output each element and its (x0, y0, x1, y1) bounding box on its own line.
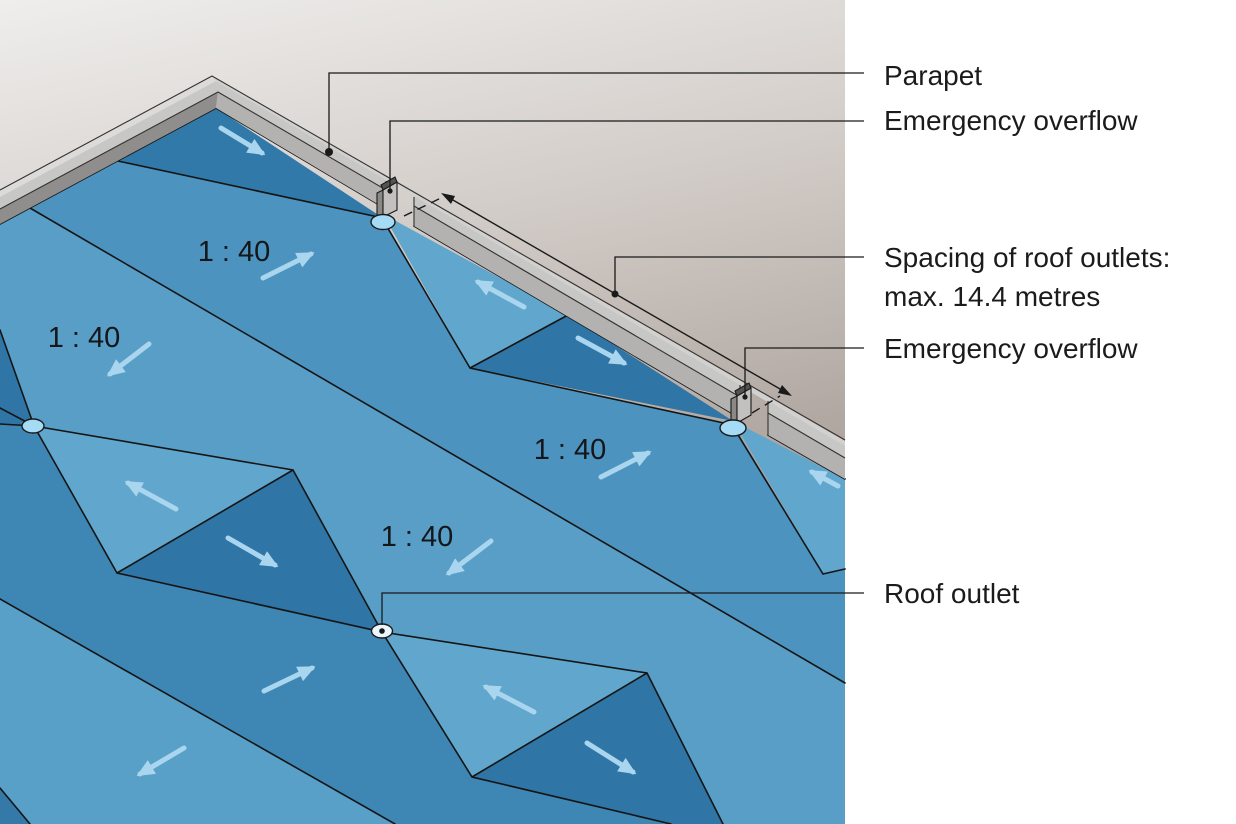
parapet-inner-face-seg3 (768, 413, 845, 479)
parapet-wall (0, 75, 846, 479)
slope-label-1: 1 : 40 (198, 236, 271, 268)
callout-labels: Parapet Emergency overflow Spacing of ro… (884, 60, 1170, 609)
parapet-inner-face-seg2 (414, 206, 740, 418)
parapet-inner-face-seg1 (216, 92, 386, 209)
leader-emergency-overflow-1 (389, 120, 864, 189)
parapet-cricket-light-right (733, 421, 845, 574)
flow-arrow-band2-b (598, 450, 652, 480)
slope-label-4: 1 : 40 (381, 521, 454, 553)
dimension-leader-dot (611, 290, 619, 298)
leader-parapet (328, 72, 864, 152)
roof-band-to-parapet (30, 161, 845, 683)
spacing-dimension (403, 193, 792, 414)
roof-outlet-symbol (370, 623, 394, 639)
flow-arrow-band4 (261, 665, 316, 694)
roof-band-to-mid-valley (0, 208, 845, 824)
emergency-overflow-scupper-2 (730, 382, 752, 426)
corner-cricket (118, 108, 383, 218)
parapet-cricket-dark (470, 315, 733, 421)
flow-arrows (106, 125, 841, 777)
slope-label-2: 1 : 40 (48, 322, 121, 354)
parapet-outlet-2 (719, 419, 747, 437)
flow-arrow-band3-a (106, 341, 152, 377)
parapet-coping-left (0, 81, 218, 209)
slope-annotations: 1 : 40 1 : 40 1 : 40 1 : 40 (48, 236, 607, 553)
flow-arrow-cricket2-light (482, 684, 537, 715)
flow-arrow-band3-b (445, 538, 494, 576)
flow-arrow-right-edge (808, 469, 841, 489)
leader-roof-outlet (381, 592, 864, 625)
parapet-outlet-1 (370, 213, 396, 231)
roof-band-below-valley (0, 412, 671, 824)
emergency-overflow-scupper-1 (376, 176, 398, 220)
dimension-arrowhead-left (441, 193, 455, 204)
parapet-coping-seg3 (768, 401, 845, 458)
parapet-coping-seg2 (414, 196, 740, 397)
roof-outlets (21, 213, 747, 639)
parapet-inner-face-left (0, 92, 218, 224)
mid-outlet-left (21, 418, 45, 434)
dimension-arrowhead-right (778, 385, 792, 396)
emergency-overflow-label-2: Emergency overflow (884, 333, 1138, 364)
emergency-overflow-label-1: Emergency overflow (884, 105, 1138, 136)
flow-arrow-cricket1-dark (225, 535, 279, 568)
flow-arrow-band2-a (260, 251, 315, 281)
leader-lines (328, 72, 864, 625)
flow-arrow-parapet-cricket-dark (575, 335, 628, 366)
flow-arrow-cricket2-dark (584, 740, 637, 775)
flow-arrow-band5 (136, 745, 187, 777)
parapet-outer-edge-left (0, 76, 216, 197)
spacing-label-line1: Spacing of roof outlets: (884, 242, 1170, 273)
parapet-coping-seg1 (216, 81, 386, 190)
leader-emergency-overflow-2 (744, 347, 864, 395)
leader-spacing (614, 256, 864, 292)
parapet-label: Parapet (884, 60, 982, 91)
roof-outlet-label: Roof outlet (884, 578, 1020, 609)
leader-dot-parapet (325, 148, 333, 156)
spacing-label-line2: max. 14.4 metres (884, 281, 1100, 312)
flow-arrow-parapet-cricket-light (474, 279, 527, 310)
flow-arrow-corner (218, 125, 266, 156)
flow-arrow-cricket1-light (124, 480, 179, 512)
slope-label-3: 1 : 40 (534, 434, 607, 466)
